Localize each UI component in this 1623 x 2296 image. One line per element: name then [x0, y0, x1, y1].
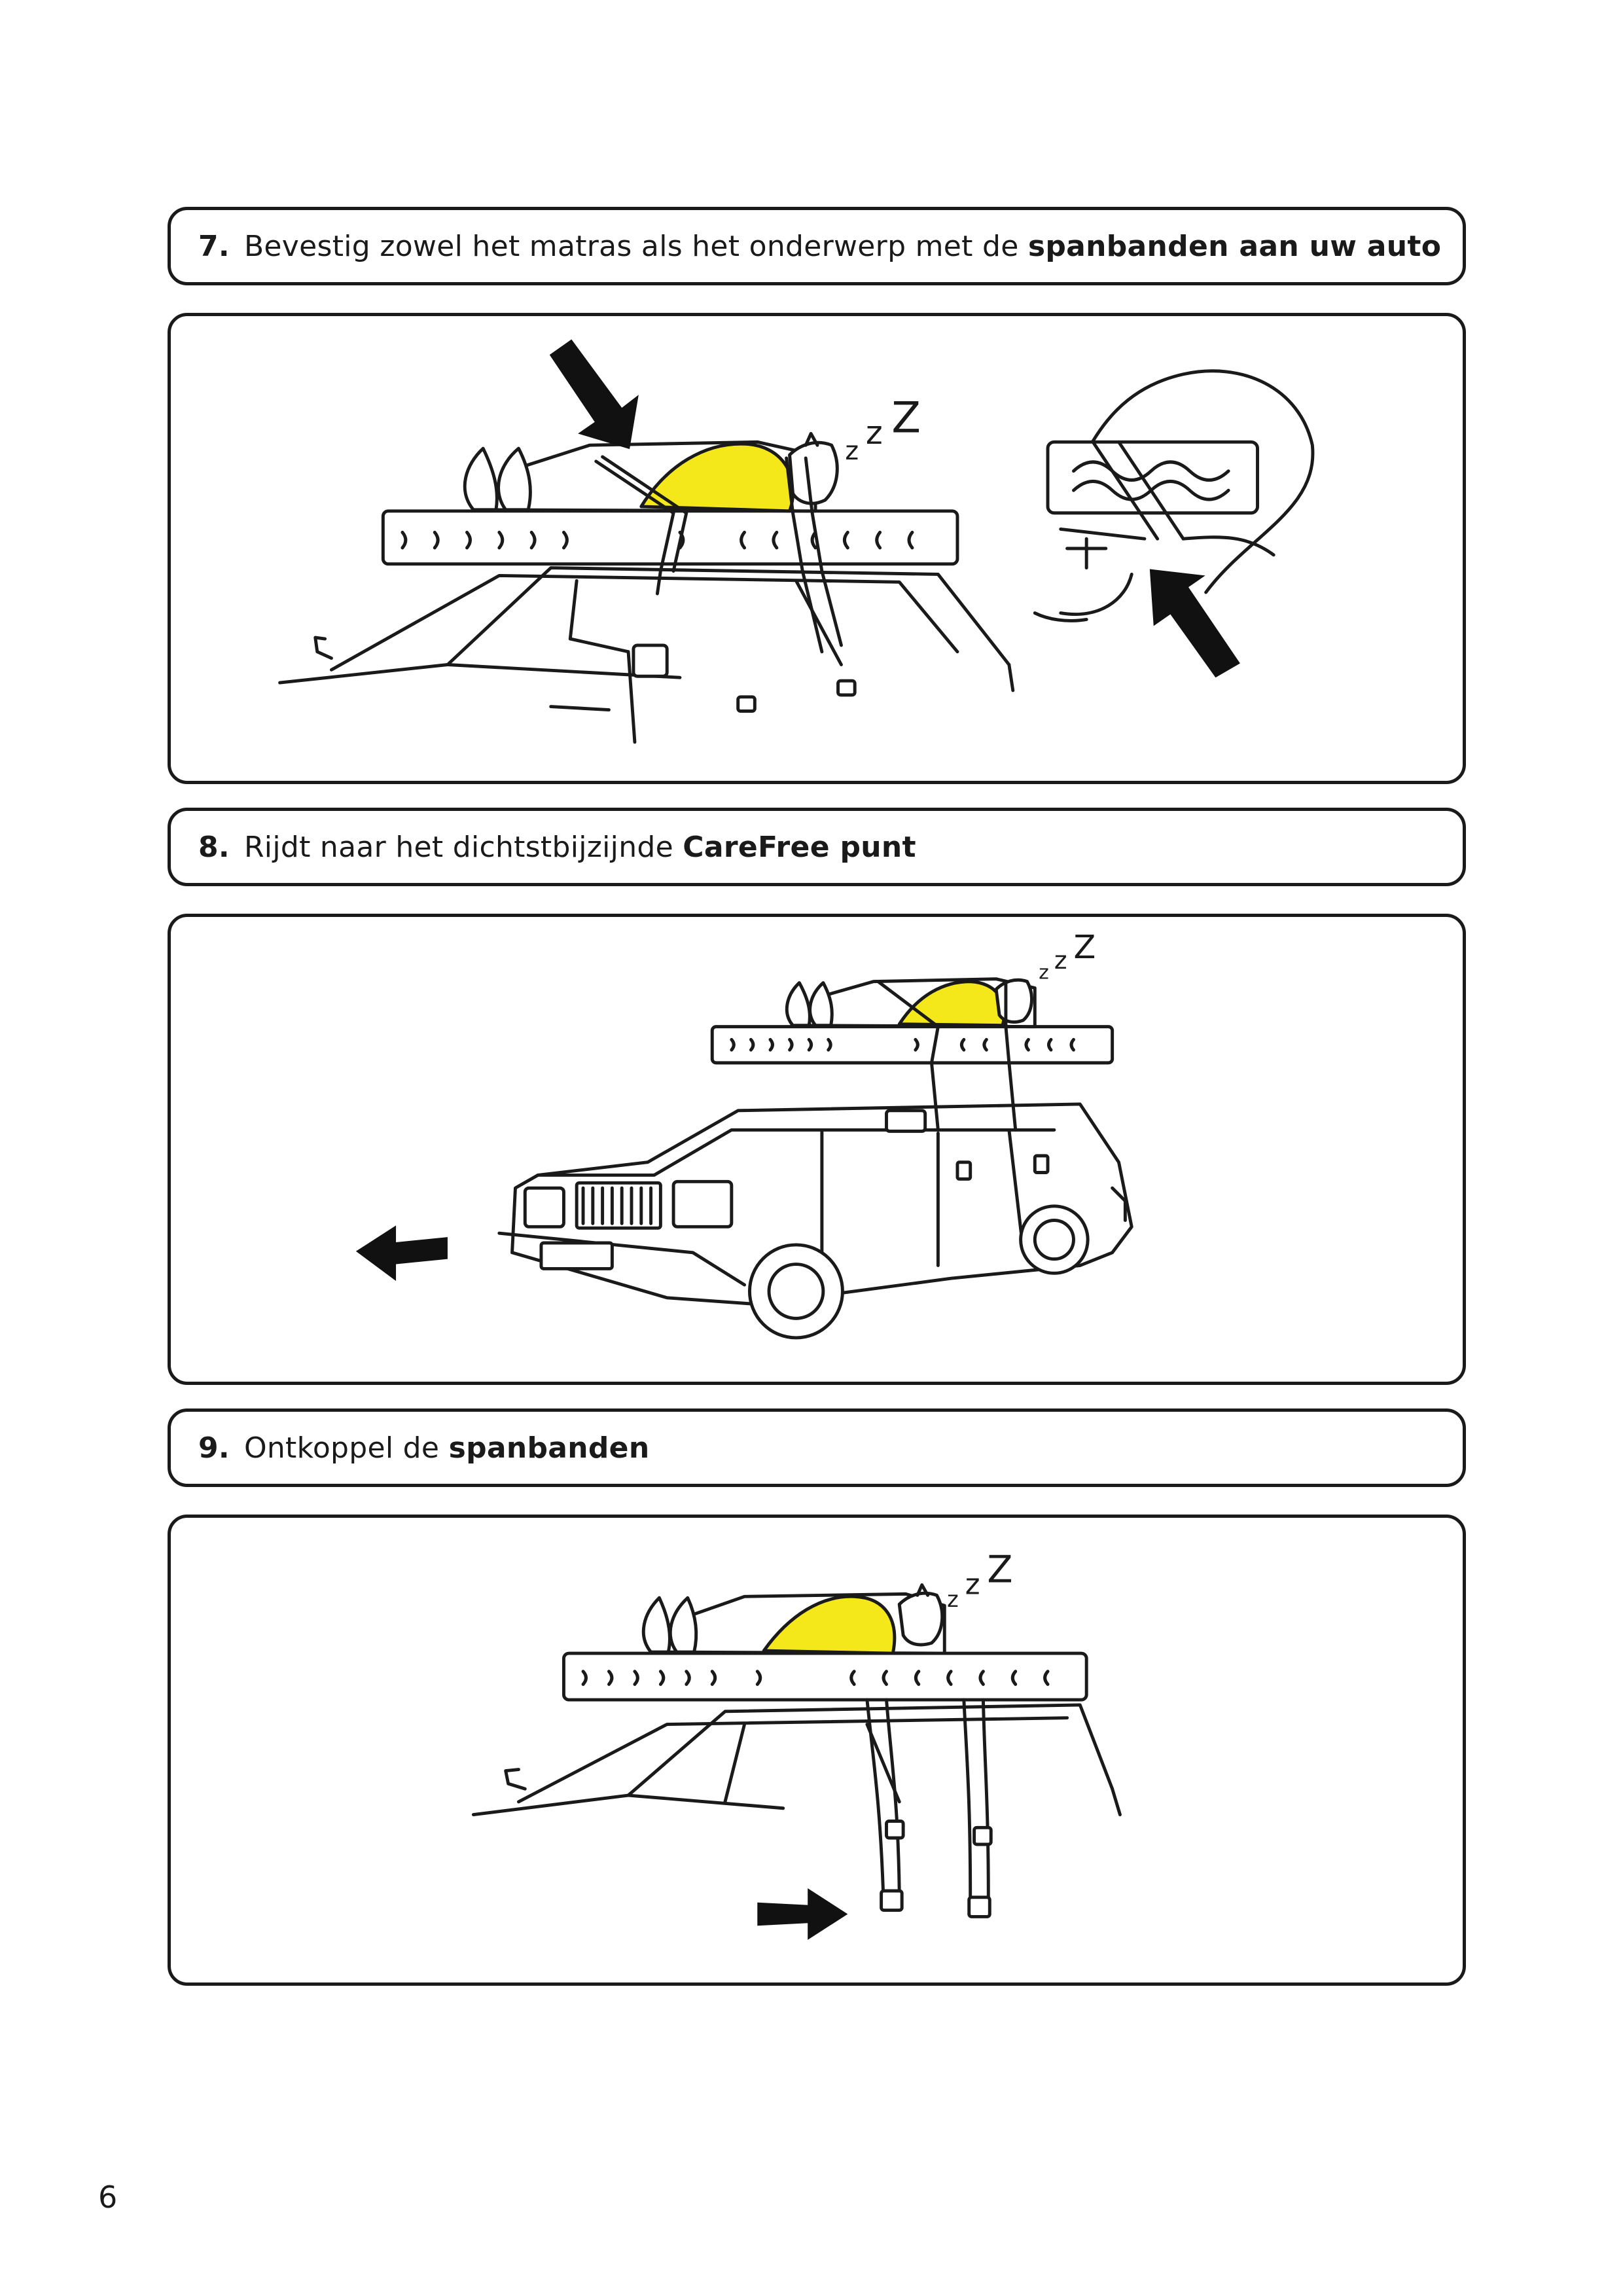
person-lying-drawing	[785, 977, 1037, 1132]
car-roof-drawing	[471, 1703, 1122, 1817]
snore-z-large: Z	[987, 1549, 1012, 1592]
mattress-drawing	[381, 509, 959, 566]
car-roof-drawing	[278, 566, 1015, 744]
step-7-header: 7. Bevestig zowel het matras als het ond…	[168, 207, 1466, 285]
step-9-illustration: z z Z	[471, 1549, 1122, 1940]
step-8-text: Rijdt naar het dichtstbijzijnde CareFree…	[243, 830, 916, 864]
snore-z-large: Z	[891, 394, 921, 443]
step-7-illustration-panel: z z Z	[168, 313, 1466, 784]
mattress-drawing	[710, 1025, 1115, 1065]
snore-z-medium: z	[1054, 946, 1067, 975]
step-9-bold-text: spanbanden	[448, 1431, 650, 1465]
arrow-left-icon	[355, 1225, 448, 1282]
snore-z-medium: z	[866, 414, 883, 452]
mattress-drawing	[562, 1651, 1088, 1702]
step-8-illustration-panel: z z Z	[168, 914, 1466, 1385]
step-7-illustration: z z Z	[278, 339, 1315, 744]
step-7-number: 7.	[198, 229, 230, 263]
loose-strap-drawing	[865, 1698, 993, 1918]
strap-drawing	[594, 455, 843, 654]
step-8-header: 8. Rijdt naar het dichtstbijzijnde CareF…	[168, 808, 1466, 886]
person-lying-drawing	[463, 432, 839, 513]
step-8-number: 8.	[198, 830, 230, 864]
page-number: 6	[98, 2179, 118, 2215]
snore-z-small: z	[947, 1587, 959, 1612]
person-lying-drawing	[641, 1583, 946, 1655]
arrow-up-left-icon	[1149, 569, 1240, 678]
step-8-illustration: z z Z	[355, 928, 1133, 1340]
snore-z-small: z	[1039, 961, 1049, 984]
strap-detail-drawing	[1033, 369, 1315, 622]
step-7-bold-text: spanbanden aan uw auto	[1027, 229, 1442, 263]
step-9-header: 9. Ontkoppel de spanbanden	[168, 1408, 1466, 1487]
arrow-right-icon	[757, 1888, 848, 1940]
arrow-down-right-icon	[549, 339, 639, 450]
snore-z-medium: z	[965, 1568, 980, 1601]
step-9-text: Ontkoppel de spanbanden	[243, 1431, 650, 1465]
step-9-illustration-panel: z z Z	[168, 1515, 1466, 1986]
car-driving-drawing	[497, 1102, 1133, 1340]
snore-z-small: z	[845, 436, 859, 466]
snore-z-large: Z	[1073, 928, 1096, 966]
step-9-number: 9.	[198, 1431, 230, 1465]
step-7-text: Bevestig zowel het matras als het onderw…	[243, 229, 1442, 263]
step-8-bold-text: CareFree punt	[683, 830, 916, 864]
